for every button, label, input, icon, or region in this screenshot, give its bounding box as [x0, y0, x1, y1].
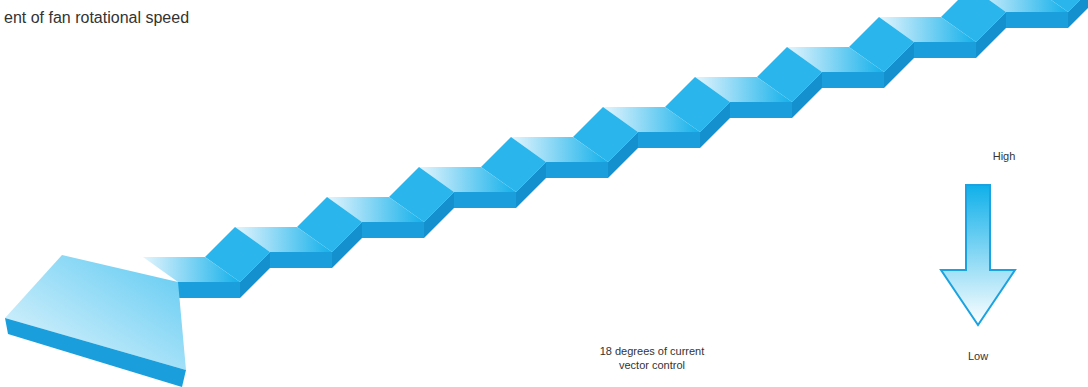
label: Low [938, 350, 1018, 364]
step-front [700, 102, 730, 148]
heading: ent of fan rotational speed [4, 8, 189, 28]
stair-arrow-head [5, 255, 186, 387]
arrow-front-face [5, 318, 186, 387]
step-front [638, 132, 700, 148]
step-front [362, 222, 424, 238]
down-arrow [941, 185, 1015, 325]
step-front [240, 252, 270, 298]
step-front [454, 192, 516, 208]
step-front [1006, 12, 1068, 28]
step-front [608, 132, 638, 178]
step-front [884, 42, 914, 88]
step-front [424, 192, 454, 238]
step-front [178, 282, 240, 298]
label: High [964, 150, 1044, 164]
step-front [1068, 0, 1088, 28]
step-front [332, 222, 362, 268]
label: 18 degrees of current vector control [588, 345, 716, 373]
step-front [516, 162, 546, 208]
step-front [546, 162, 608, 178]
stair-steps [143, 0, 1088, 298]
step-front [792, 72, 822, 118]
step-front [822, 72, 884, 88]
step-front [914, 42, 976, 58]
step-front [270, 252, 332, 268]
step-front [976, 12, 1006, 58]
step-front [730, 102, 792, 118]
